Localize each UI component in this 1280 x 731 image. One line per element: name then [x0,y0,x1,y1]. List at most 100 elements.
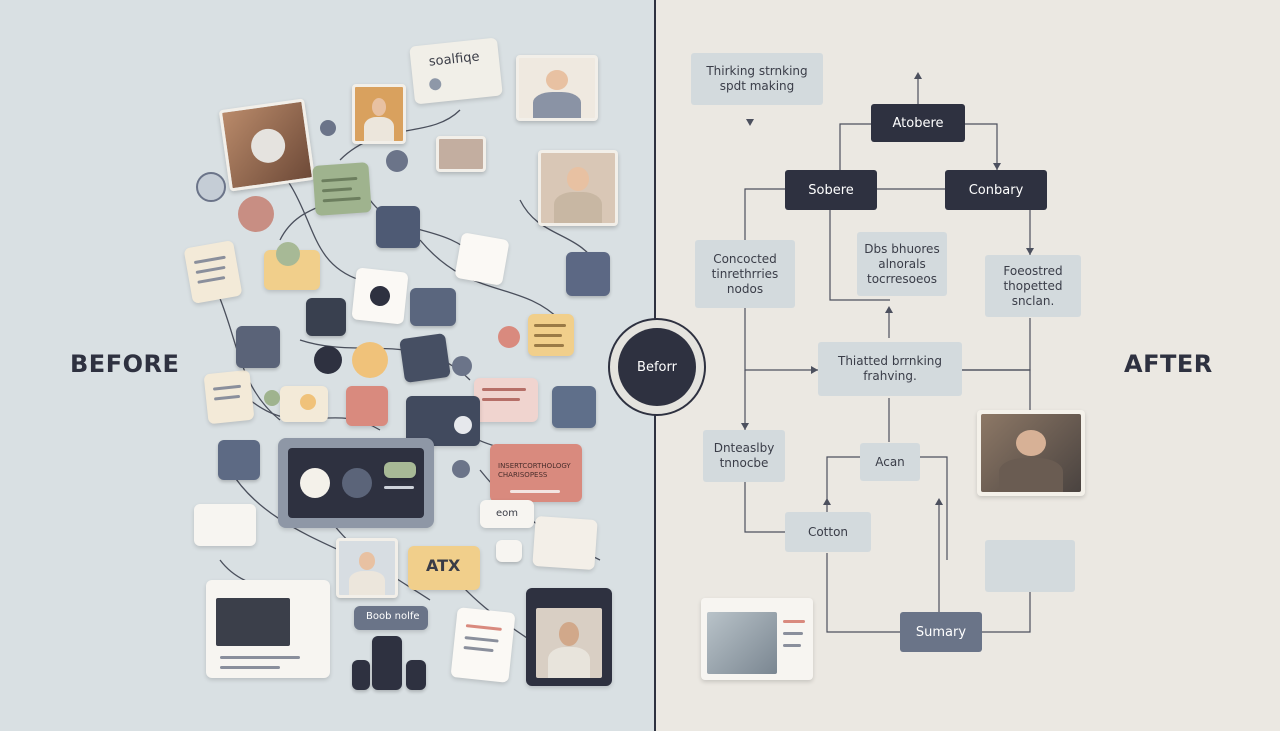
node-thinking[interactable]: Thirking strnking spdt making [691,53,823,105]
text-line [510,490,560,493]
node-dbs[interactable]: Dbs bhuores alnorals tocrresoeos [857,232,947,296]
circle-salmon [498,326,520,348]
text-line [783,632,803,635]
circle-dark [314,346,342,374]
text-line [220,656,300,659]
node-cotton[interactable]: Cotton [785,512,871,552]
text-line [464,636,499,643]
text-line [193,255,226,265]
text-line [212,384,242,391]
photo-head [566,167,590,191]
text-line [213,394,241,401]
node-concocted[interactable]: Concocted tinrethrries nodos [695,240,795,308]
text-line [321,176,358,183]
tablet-add-button[interactable] [342,468,372,498]
tablet-sage-chip [384,462,416,478]
sage-note-card [312,162,372,216]
node-acan[interactable]: Acan [860,443,920,481]
text-line [783,644,801,647]
yellow-atx-card: ATX [408,546,480,590]
node-conbary[interactable]: Conbary [945,170,1047,210]
dot-small-1 [320,120,336,136]
tile-dark-5 [399,333,451,383]
paper-sheet-left [183,240,243,304]
small-white-tile-text: eom [496,508,519,519]
phone-dark-2 [352,660,370,690]
photo-man-seated [538,150,618,226]
circle-photo [238,196,274,232]
window-photo [216,598,290,646]
dot-small-2 [386,150,408,172]
arrowheads [741,72,1034,505]
node-thiatted[interactable]: Thiatted brrnking frahving. [818,342,962,396]
node-proeondy[interactable] [985,540,1075,592]
white-card-sketch [454,232,510,286]
tile-pill [496,540,522,562]
text-line [197,275,226,284]
text-line [220,666,280,669]
tile-dark-7 [552,386,596,428]
node-sumary[interactable]: Sumary [900,612,982,652]
video-call-photo [536,608,602,678]
photo-body [999,457,1063,492]
photo-woman-small [336,538,398,598]
white-card-center [351,267,409,325]
circle-yellow [352,342,388,378]
orange-note [528,314,574,356]
photo-man-glasses-image [981,414,1081,492]
before-label: BEFORE [70,350,180,378]
text-line [534,334,562,337]
note-card-top-text: soalfiqe [428,49,481,70]
window-card-image [707,612,777,674]
photo-head [1016,429,1046,457]
laptop-window [206,580,330,678]
photo-head [371,97,387,117]
tile-dark-3 [410,288,456,326]
text-line [195,265,226,274]
dot-small-4 [452,460,470,478]
phone-dark-1 [372,636,402,690]
text-line [482,398,520,401]
text-line [463,645,494,653]
after-panel: Thirking strnking spdt making Atobere So… [655,0,1280,731]
photo-body [547,647,591,678]
paper-sheet-bottom [450,607,516,683]
photo-man-orange [352,84,406,144]
photo-body [363,117,395,141]
node-foeostred[interactable]: Foeostred thopetted snclan. [985,255,1081,317]
photo-man-glasses [977,410,1085,496]
photo-man-top [516,55,598,121]
dot-small-5 [264,390,280,406]
pink-card-text: INSERTCORTHOLOGY CHARISOPESS [498,462,571,479]
text-line [783,620,805,623]
small-button-label: Boob nolfe [366,611,420,622]
tablet-device[interactable] [278,438,434,528]
photo-body [349,571,385,595]
salmon-card-x [346,386,388,426]
pink-note-card [474,378,538,422]
small-grey-button[interactable]: Boob nolfe [354,606,428,630]
text-line [534,344,564,347]
circle-grey [196,172,226,202]
widget-knob [454,416,472,434]
white-card-bottom-left [194,504,256,546]
photo-head [559,622,579,646]
note-card-dot [428,77,442,91]
node-sobere[interactable]: Sobere [785,170,877,210]
photo-body [554,192,602,223]
dot-small-3 [452,356,472,376]
node-atobere[interactable]: Atobere [871,104,965,142]
video-call-card [526,588,612,686]
photo-head [545,70,569,91]
dot-dark [369,285,391,307]
text-line [465,624,502,631]
node-dnteaslby[interactable]: Dnteaslby tnnocbe [703,430,785,482]
center-badge-label: Beforr [618,328,696,406]
circle-sage [276,242,300,266]
tile-dark-6 [218,440,260,480]
photo-couple [436,136,486,172]
orb-shape [248,126,288,166]
pink-large-card: INSERTCORTHOLOGY CHARISOPESS [490,444,582,502]
tile-dark-8 [306,298,346,336]
text-line [322,196,361,203]
